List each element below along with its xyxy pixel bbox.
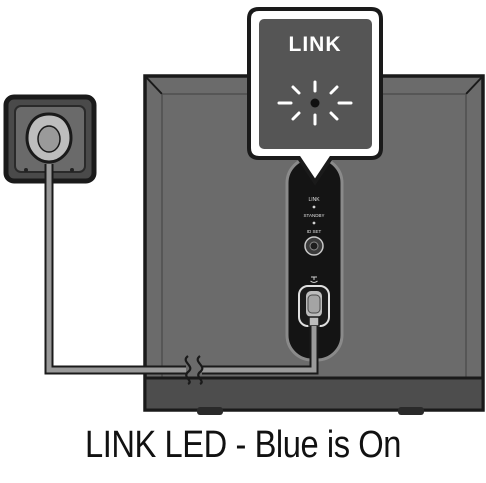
id-set-button[interactable] [304, 236, 324, 256]
power-cable [44, 164, 319, 385]
cable-break-mark [184, 355, 204, 385]
panel-link-label: LINK [308, 197, 320, 203]
led-dot [310, 98, 320, 108]
panel-id-set-label: ID SET [307, 229, 322, 234]
caption-text: LINK LED - Blue is On [84, 424, 402, 466]
power-port-icon [310, 276, 318, 283]
wall-outlet [3, 94, 97, 184]
led-blinking-icon [277, 80, 353, 126]
power-plug [304, 289, 324, 327]
link-led [312, 205, 316, 209]
standby-led [312, 221, 316, 225]
callout-led-label: LINK [289, 33, 342, 56]
link-led-callout: LINK [247, 7, 383, 186]
panel-standby-label: STANDBY [304, 213, 325, 218]
